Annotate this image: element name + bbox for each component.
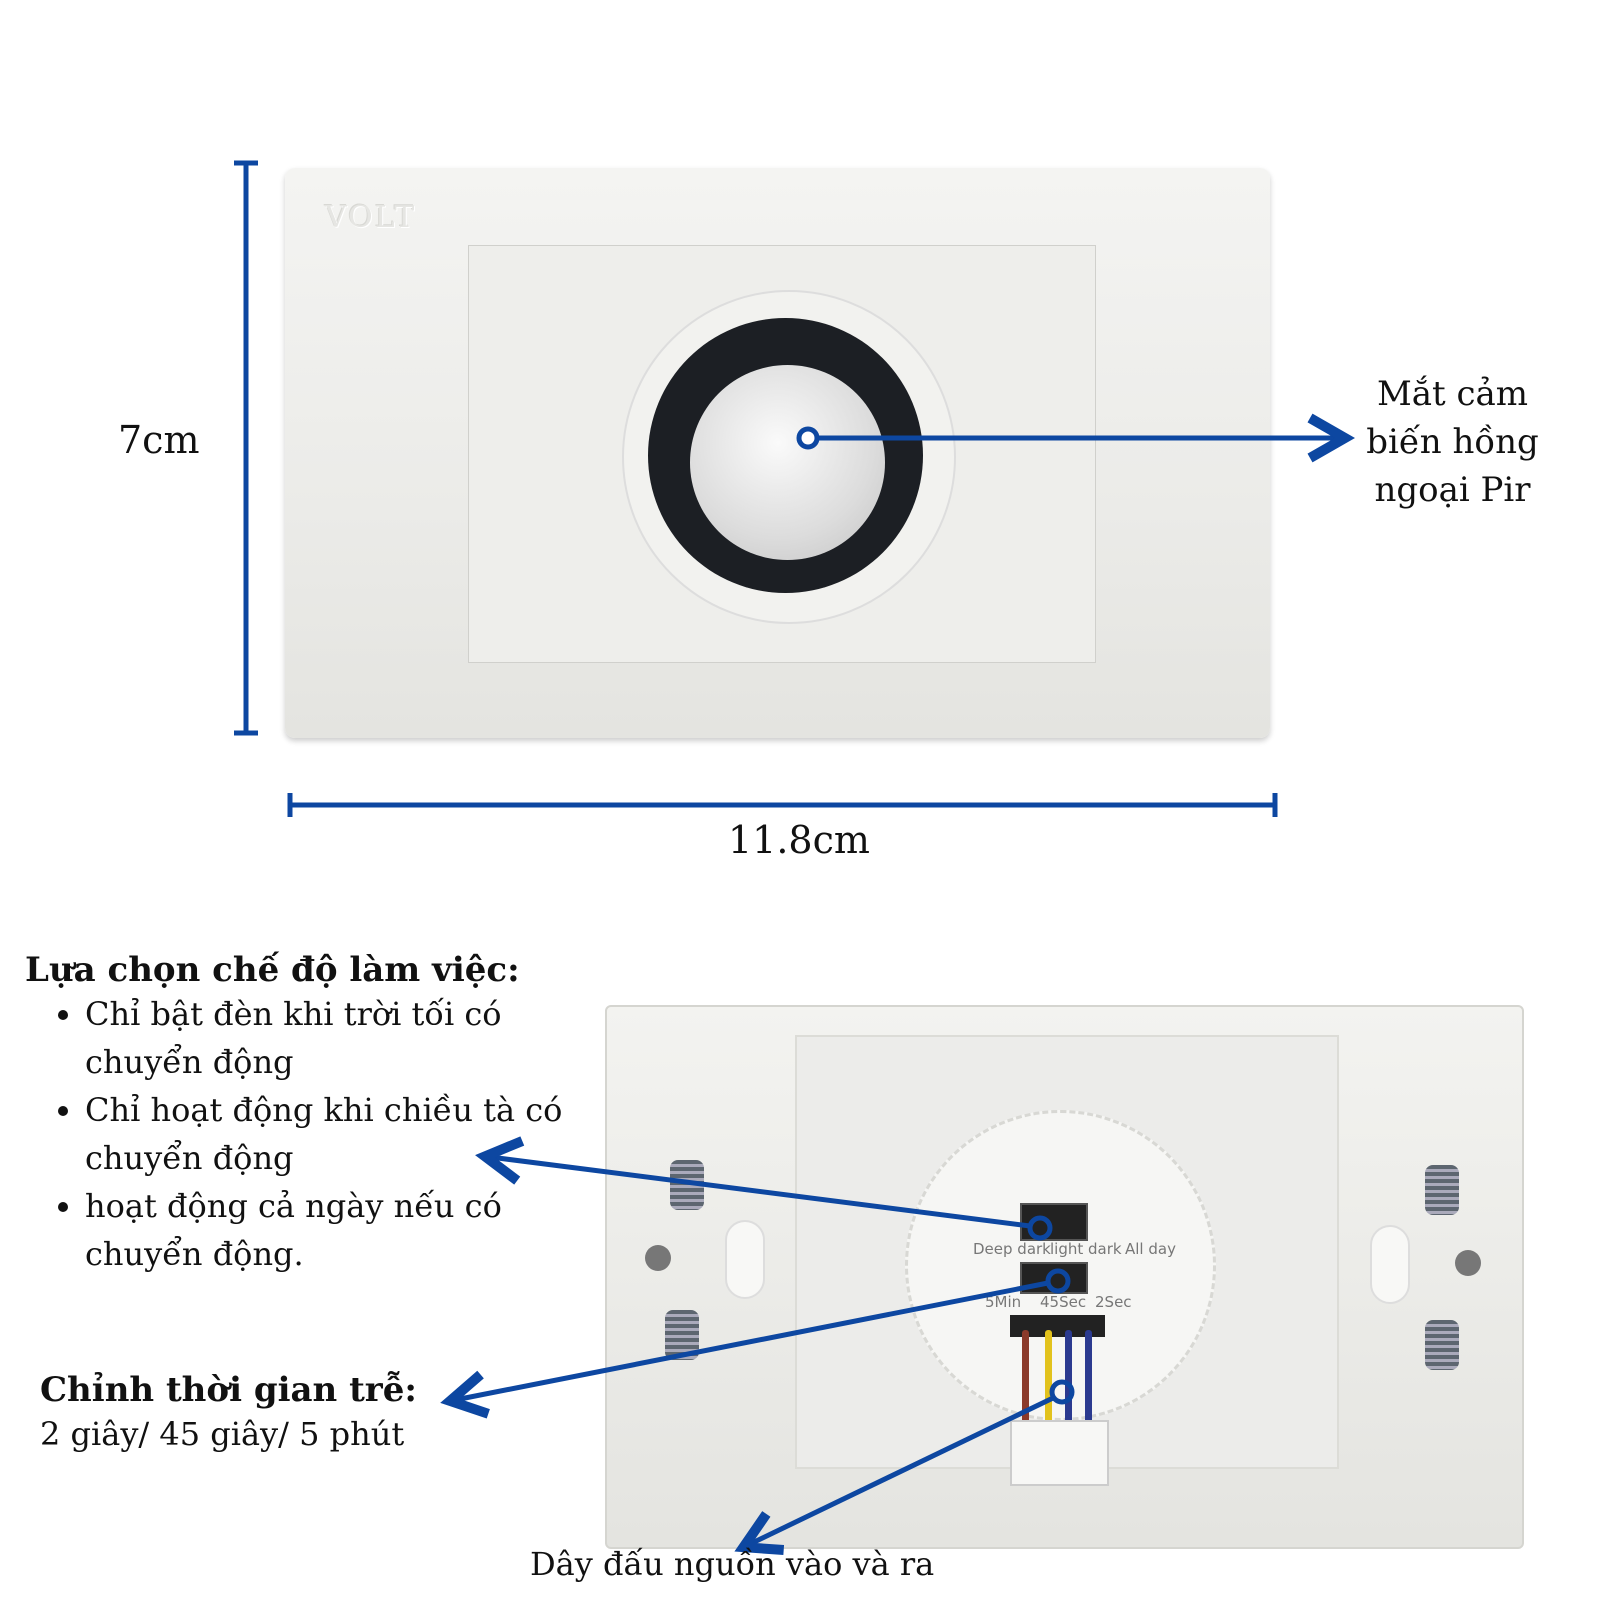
wire-yellow — [1045, 1330, 1052, 1450]
mode-pointer — [490, 1157, 1053, 1241]
width-dimension-line — [287, 793, 1278, 817]
mount-slot — [1370, 1225, 1410, 1304]
mode-item: Chỉ hoạt động khi chiều tà có chuyển độn… — [85, 1086, 565, 1182]
modes-title: Lựa chọn chế độ làm việc: — [25, 950, 520, 990]
height-dimension-line — [234, 160, 258, 736]
pir-lens — [690, 365, 885, 560]
screw-icon — [1425, 1320, 1459, 1370]
width-label: 11.8cm — [728, 818, 870, 862]
mode-label-deep-dark: Deep dark — [973, 1240, 1051, 1258]
delay-value: 2 giây/ 45 giây/ 5 phút — [40, 1415, 405, 1453]
height-label: 7cm — [118, 418, 200, 462]
terminal-connector — [1010, 1420, 1109, 1486]
sensor-label: Mắt cảm biến hồng ngoại Pir — [1345, 370, 1560, 514]
mode-item: Chỉ bật đèn khi trời tối có chuyển động — [85, 990, 565, 1086]
wire-port — [1010, 1315, 1105, 1337]
mount-slot — [725, 1220, 765, 1299]
delay-pointer — [455, 1268, 1071, 1400]
time-label-2sec: 2Sec — [1095, 1293, 1132, 1311]
sensor-label-line: biến hồng — [1366, 422, 1539, 462]
time-label-5min: 5Min — [985, 1293, 1022, 1311]
mount-hole — [1455, 1250, 1481, 1276]
sensor-label-line: Mắt cảm — [1376, 374, 1529, 414]
time-label-45sec: 45Sec — [1040, 1293, 1087, 1311]
wire-brown — [1022, 1330, 1029, 1450]
delay-section: Chỉnh thời gian trễ: 2 giây/ 45 giây/ 5 … — [40, 1370, 417, 1458]
screw-icon — [1425, 1165, 1459, 1215]
sensor-label-line: ngoại Pir — [1374, 470, 1531, 510]
mode-label-light-dark: light dark — [1050, 1240, 1122, 1258]
wire-blue — [1065, 1330, 1072, 1450]
mode-label-all-day: All day — [1125, 1240, 1176, 1258]
wire-blue — [1085, 1330, 1092, 1450]
mount-hole — [645, 1245, 671, 1271]
wire-pointer — [748, 1379, 1075, 1545]
sensor-pointer — [796, 429, 1340, 447]
mode-item: hoạt động cả ngày nếu có chuyển động. — [85, 1182, 565, 1278]
wires-label: Dây đấu nguồn vào và ra — [530, 1545, 935, 1583]
modes-section: Lựa chọn chế độ làm việc: Chỉ bật đèn kh… — [25, 950, 565, 1278]
brand-logo: VOLT — [325, 200, 417, 235]
delay-title: Chỉnh thời gian trễ: — [40, 1370, 417, 1410]
modes-list: Chỉ bật đèn khi trời tối có chuyển động … — [25, 990, 565, 1278]
